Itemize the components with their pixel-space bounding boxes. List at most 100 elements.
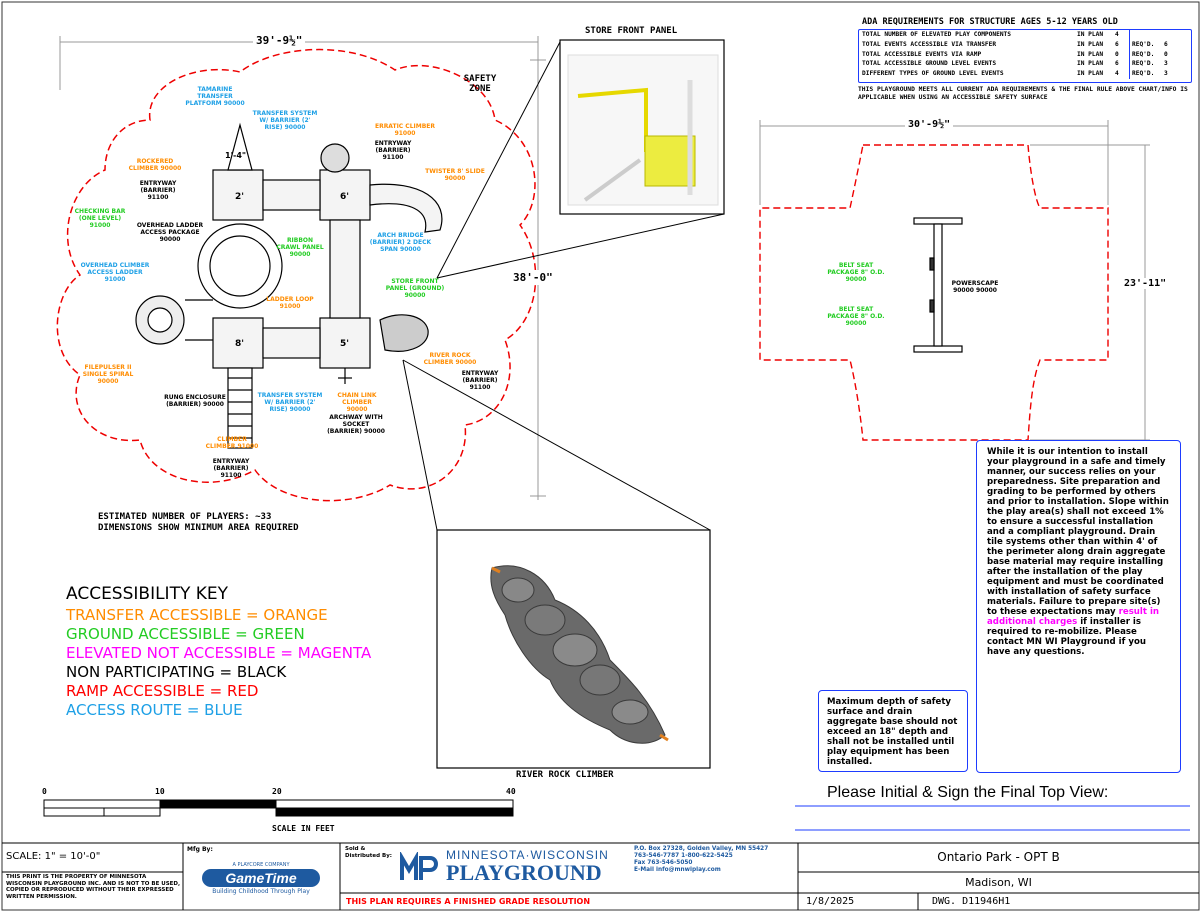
component-label: FILEPULSER II SINGLE SPIRAL 90000 <box>82 364 134 385</box>
ada-cell-reqval: 3 <box>1164 60 1168 68</box>
component-label: ENTRYWAY (BARRIER) 91100 <box>212 458 250 479</box>
river-rock-title: RIVER ROCK CLIMBER <box>516 770 614 780</box>
component-label: ENTRYWAY (BARRIER) 91100 <box>461 370 499 391</box>
key-item-transfer: TRANSFER ACCESSIBLE = ORANGE <box>66 606 328 624</box>
component-label: STORE FRONT PANEL (GROUND) 90000 <box>385 278 445 299</box>
mnwi-logo: MINNESOTA·WISCONSIN PLAYGROUND <box>400 848 630 888</box>
ada-cell-req <box>1129 30 1164 40</box>
component-label: ARCHWAY WITH SOCKET (BARRIER) 90000 <box>327 414 385 435</box>
ada-cell-reqval <box>1164 30 1174 40</box>
ada-cell-req: REQ'D. <box>1129 69 1164 79</box>
component-label: CHECKING BAR (ONE LEVEL) 91000 <box>74 208 126 229</box>
component-label: TAMARINE TRANSFER PLATFORM 90000 <box>185 86 245 107</box>
store-front-title: STORE FRONT PANEL <box>585 26 678 36</box>
key-title: ACCESSIBILITY KEY <box>66 584 229 604</box>
swing-height-dim: 23'-11" <box>1124 278 1167 289</box>
title-block-grid <box>2 842 1199 910</box>
ada-cell-label: DIFFERENT TYPES OF GROUND LEVEL EVENTS <box>862 70 1004 78</box>
swing-label: BELT SEAT PACKAGE 8" O.D. 90000 <box>827 262 885 283</box>
mfg-label: Mfg By: <box>187 846 213 853</box>
mnwi-logo-icon <box>400 852 438 880</box>
ada-cell-val: 0 <box>1115 50 1119 58</box>
safety-zone-label: SAFETY ZONE <box>463 74 497 94</box>
contact-info: P.O. Box 27328, Golden Valley, MN 55427 … <box>634 846 769 873</box>
component-label: ERRATIC CLIMBER 91000 <box>374 123 436 137</box>
ada-cell-reqval: 0 <box>1164 50 1168 58</box>
component-label: RIVER ROCK CLIMBER 90000 <box>423 352 477 366</box>
grade-warning: THIS PLAN REQUIRES A FINISHED GRADE RESO… <box>346 897 591 906</box>
key-item-ramp: RAMP ACCESSIBLE = RED <box>66 682 259 700</box>
component-label: OVERHEAD LADDER ACCESS PACKAGE 90000 <box>136 222 204 243</box>
component-label: TRANSFER SYSTEM W/ BARRIER (2' RISE) 900… <box>257 392 323 413</box>
component-label: RIBBON CRAWL PANEL 90000 <box>276 237 324 258</box>
ada-cell-val: 4 <box>1115 31 1119 38</box>
swing-frame <box>913 217 963 353</box>
component-label: CLIMBER CLIMBER 91000 <box>205 436 259 450</box>
ada-cell-val: 6 <box>1115 60 1119 68</box>
key-item-ground: GROUND ACCESSIBLE = GREEN <box>66 625 305 643</box>
swing-width-dim: 30'-9½" <box>905 119 954 130</box>
ada-cell-where: IN PLAN <box>1077 60 1104 68</box>
swing-label: POWERSCAPE 90000 90000 <box>951 280 999 294</box>
ada-cell-where: IN PLAN <box>1077 70 1104 78</box>
safety-zone-outline <box>56 48 537 502</box>
plan-width-dim: 39'-9½" <box>253 34 306 47</box>
ada-cell-label: TOTAL NUMBER OF ELEVATED PLAY COMPONENTS <box>862 31 1012 38</box>
river-rock-render <box>490 565 666 744</box>
deck-height-1: 2' <box>235 192 244 202</box>
ada-row: TOTAL ACCESSIBLE GROUND LEVEL EVENTS IN P… <box>859 59 1191 70</box>
scale-label: SCALE IN FEET <box>272 824 335 833</box>
deck-height-4: 8' <box>235 339 244 349</box>
ada-cell-req: REQ'D. <box>1129 49 1164 60</box>
plan-height-dim: 38'-0" <box>512 270 554 285</box>
sold-label: Sold & Distributed By: <box>345 846 392 859</box>
structure <box>135 122 443 449</box>
scale-tick-10: 10 <box>155 787 165 796</box>
component-label: ROCKERED CLIMBER 90000 <box>128 158 182 172</box>
component-label: TWISTER 8' SLIDE 90000 <box>425 168 485 182</box>
key-item-elevated: ELEVATED NOT ACCESSIBLE = MAGENTA <box>66 644 372 662</box>
depth-note: Maximum depth of safety surface and drai… <box>818 690 968 772</box>
scale-tick-0: 0 <box>42 787 47 796</box>
ada-cell-reqval: 6 <box>1164 40 1168 48</box>
component-label: RUNG ENCLOSURE (BARRIER) 90000 <box>164 394 226 408</box>
component-label: OVERHEAD CLIMBER ACCESS LADDER 91000 <box>80 262 150 283</box>
scale-tick-40: 40 <box>506 787 516 796</box>
scale-bar <box>43 799 514 817</box>
swing-label: BELT SEAT PACKAGE 8" O.D. 90000 <box>827 306 885 327</box>
sign-instruction: Please Initial & Sign the Final Top View… <box>827 784 1109 801</box>
ada-table: TOTAL NUMBER OF ELEVATED PLAY COMPONENTS… <box>858 29 1192 83</box>
ada-cell-label: TOTAL ACCESSIBLE GROUND LEVEL EVENTS <box>862 60 997 68</box>
ada-cell-where: IN PLAN <box>1077 40 1104 48</box>
component-label: ENTRYWAY (BARRIER) 91100 <box>374 140 412 161</box>
site-prep-note: While it is our intention to install you… <box>976 440 1181 773</box>
ada-cell-reqval: 3 <box>1164 70 1168 78</box>
deck-height-3: 1'-4" <box>225 151 246 160</box>
ada-cell-req: REQ'D. <box>1129 39 1164 50</box>
deck-height-5: 5' <box>340 339 349 349</box>
ada-cell-where: IN PLAN <box>1077 50 1104 58</box>
component-label: ARCH BRIDGE (BARRIER) 2 DECK SPAN 90000 <box>369 232 432 253</box>
drawing-number: DWG. D11946H1 <box>932 896 1011 907</box>
project-location: Madison, WI <box>965 876 1032 889</box>
project-name: Ontario Park - OPT B <box>937 850 1060 864</box>
gametime-logo: A PLAYCORE COMPANY GameTime Building Chi… <box>190 862 332 900</box>
ada-row: TOTAL NUMBER OF ELEVATED PLAY COMPONENTS… <box>859 30 1191 40</box>
scale-text: SCALE: 1" = 10'-0" <box>6 851 101 862</box>
players-estimate: ESTIMATED NUMBER OF PLAYERS: ~33 DIMENSI… <box>98 512 299 533</box>
property-notice: THIS PRINT IS THE PROPERTY OF MINNESOTA … <box>6 874 181 900</box>
ada-cell-req: REQ'D. <box>1129 59 1164 70</box>
ada-row: TOTAL EVENTS ACCESSIBLE VIA TRANSFER IN P… <box>859 39 1191 50</box>
component-label: ENTRYWAY (BARRIER) 91100 <box>139 180 177 201</box>
component-label: TRANSFER SYSTEM W/ BARRIER (2' RISE) 900… <box>252 110 318 131</box>
ada-cell-val: 6 <box>1115 40 1119 48</box>
key-item-access-route: ACCESS ROUTE = BLUE <box>66 701 243 719</box>
ada-title: ADA REQUIREMENTS FOR STRUCTURE AGES 5-12… <box>862 17 1118 27</box>
key-item-non-participating: NON PARTICIPATING = BLACK <box>66 663 287 681</box>
additional-charges-highlight: result in additional charges <box>987 607 1160 627</box>
component-label: LADDER LOOP 91000 <box>266 296 314 310</box>
accessibility-key: ACCESSIBILITY KEY TRANSFER ACCESSIBLE = … <box>66 582 371 720</box>
ada-cell-label: TOTAL EVENTS ACCESSIBLE VIA TRANSFER <box>862 40 997 48</box>
